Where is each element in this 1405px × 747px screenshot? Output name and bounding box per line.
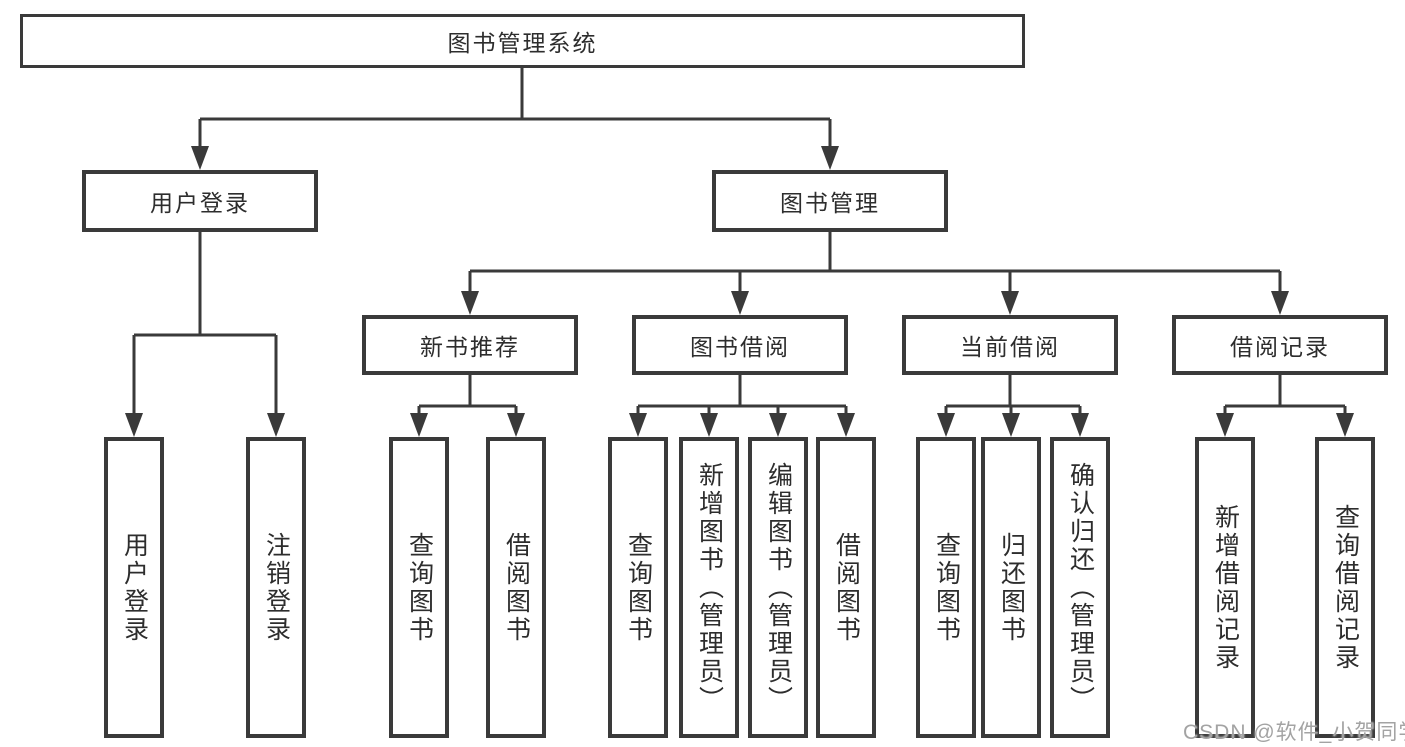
leaf-query-books-borrowing: 查询图书: [608, 437, 668, 738]
leaf-query-books-recommend: 查询图书: [389, 437, 449, 738]
node-book-management: 图书管理: [712, 170, 948, 232]
leaf-borrow-books-recommend: 借阅图书: [486, 437, 546, 738]
leaf-add-books-admin: 新增图书（管理员）: [679, 437, 739, 738]
leaf-query-books-current: 查询图书: [916, 437, 976, 738]
leaf-edit-books-admin: 编辑图书（管理员）: [748, 437, 808, 738]
leaf-logout: 注销登录: [246, 437, 306, 738]
leaf-user-login: 用户登录: [104, 437, 164, 738]
node-new-book-recommendation: 新书推荐: [362, 315, 578, 375]
node-library-management-system: 图书管理系统: [20, 14, 1025, 68]
leaf-add-borrow-record: 新增借阅记录: [1195, 437, 1255, 738]
node-current-borrowing: 当前借阅: [902, 315, 1118, 375]
node-user-login: 用户登录: [82, 170, 318, 232]
leaf-borrow-books-borrowing: 借阅图书: [816, 437, 876, 738]
leaf-return-books: 归还图书: [981, 437, 1041, 738]
node-book-borrowing: 图书借阅: [632, 315, 848, 375]
node-borrowing-records: 借阅记录: [1172, 315, 1388, 375]
csdn-watermark: CSDN @软件_小贺同学: [1183, 721, 1405, 744]
leaf-query-borrow-record: 查询借阅记录: [1315, 437, 1375, 738]
leaf-confirm-return-admin: 确认归还（管理员）: [1050, 437, 1110, 738]
